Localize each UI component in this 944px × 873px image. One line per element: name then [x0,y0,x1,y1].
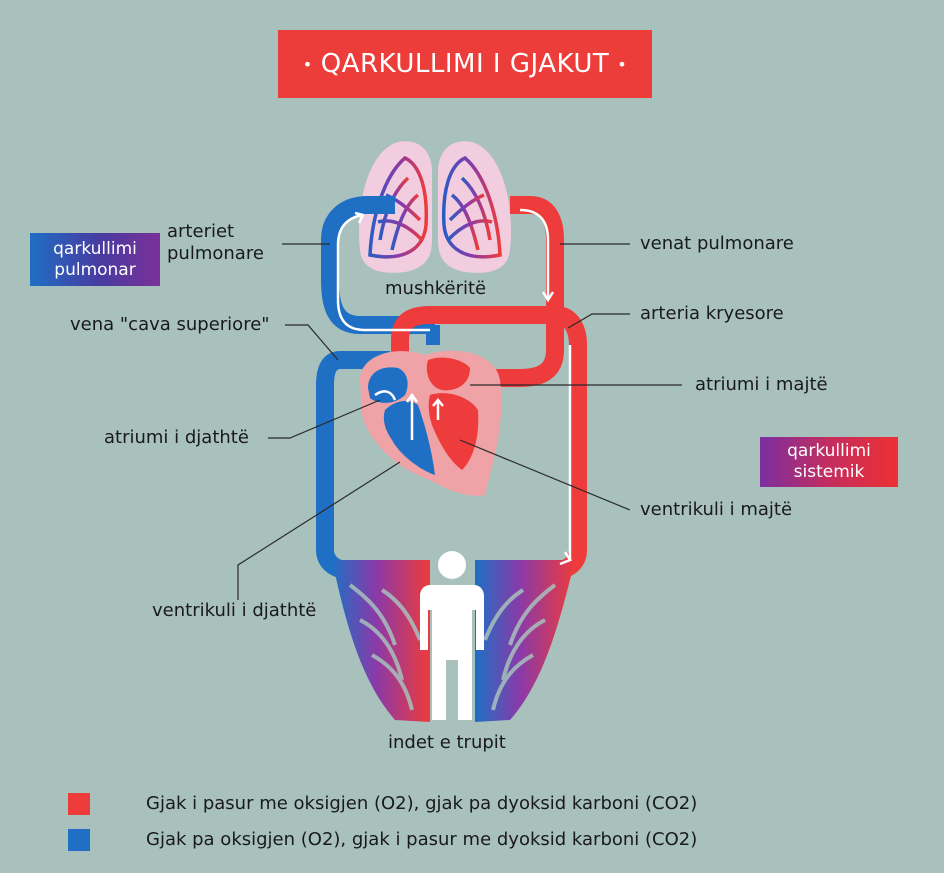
tag-systemic-line2: sistemik [793,462,865,482]
tag-pulmonary-line1: qarkullimi [53,238,137,259]
left-atrium [426,357,470,391]
legend-swatch-deoxygenated [68,829,90,851]
arrow-pulm-vein [519,208,550,300]
left-ventricle [428,393,479,470]
label-left-ventricle: ventrikuli i majtë [640,499,793,520]
legend-text-deoxygenated: Gjak pa oksigjen (O2), gjak i pasur me d… [146,829,698,850]
right-ventricle [383,400,435,475]
label-pulmonary-arteries-line2: pulmonare [167,243,264,264]
arrow-pulm-artery [336,213,430,332]
leader-lines [237,243,682,600]
page-title: • QARKULLIMI I GJAKUT • [278,30,652,98]
label-right-atrium: atriumi i djathtë [104,427,249,448]
legend-swatch-oxygenated [68,793,90,815]
arrow-heart-1 [374,390,397,401]
label-body-tissues: indet e trupit [388,732,506,753]
title-dot-right: • [617,54,628,74]
title-text: QARKULLIMI I GJAKUT [320,49,610,79]
leader-aorta [567,313,630,329]
heart [360,350,502,496]
pulmonary-vein-path [470,196,564,387]
leader-right-atrium [268,399,381,439]
label-left-atrium: atriumi i majtë [695,374,828,395]
tag-systemic-circulation: qarkullimi sistemik [760,437,898,487]
label-aorta: arteria kryesore [640,303,784,324]
tag-pulmonary-line2: pulmonar [54,259,136,280]
label-superior-vena-cava: vena "cava superiore" [70,314,270,335]
label-pulmonary-arteries: arteriet pulmonare [167,221,264,265]
flow-arrows [336,208,572,566]
label-pulmonary-veins: venat pulmonare [640,233,794,254]
body-capillaries [332,560,575,722]
leader-left-ventricle [459,439,631,511]
leader-vena-cava [285,324,339,361]
label-pulmonary-arteries-line1: arteriet [167,221,235,242]
legend-text-oxygenated: Gjak i pasur me oksigjen (O2), gjak pa d… [146,793,698,814]
title-dot-left: • [302,54,313,74]
tag-pulmonary-circulation: qarkullimi pulmonar [30,233,160,286]
label-lungs: mushkëritë [385,278,487,299]
label-right-ventricle: ventrikuli i djathtë [152,600,317,621]
human-figure [420,551,484,720]
tag-systemic-line1: qarkullimi [787,441,871,461]
leader-right-ventricle [237,461,401,600]
